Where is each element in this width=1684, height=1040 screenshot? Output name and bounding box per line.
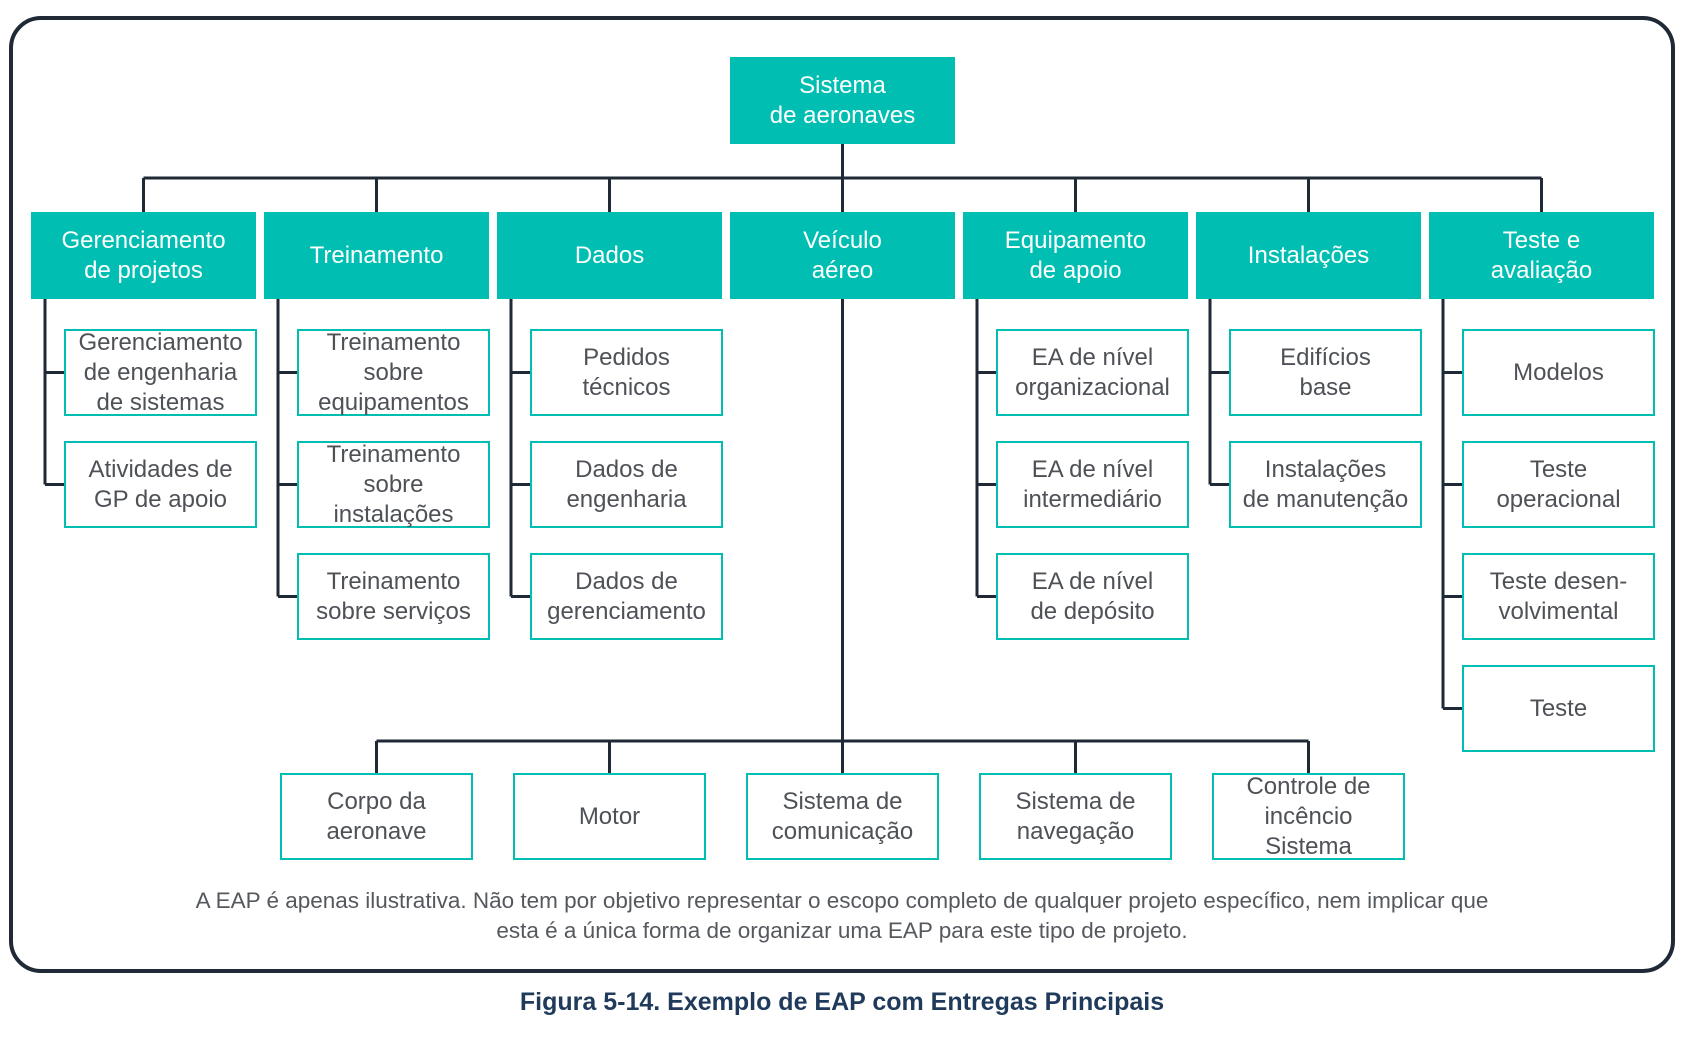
child-node: Treinamento sobre serviços bbox=[297, 553, 490, 640]
root-node: Sistema de aeronaves bbox=[730, 57, 955, 144]
child-node: Treinamento sobre instalações bbox=[297, 441, 490, 528]
branch-node: Equipamento de apoio bbox=[963, 212, 1188, 299]
child-node: Pedidos técnicos bbox=[530, 329, 723, 416]
child-node: Teste desen- volvimental bbox=[1462, 553, 1655, 640]
branch-node: Teste e avaliação bbox=[1429, 212, 1654, 299]
air-vehicle-component-node: Sistema de comunicação bbox=[746, 773, 939, 860]
figure-caption: Figura 5-14. Exemplo de EAP com Entregas… bbox=[519, 988, 1165, 1016]
child-node: Edifícios base bbox=[1229, 329, 1422, 416]
child-node: Instalações de manutenção bbox=[1229, 441, 1422, 528]
child-node: Dados de gerenciamento bbox=[530, 553, 723, 640]
child-node: EA de nível de depósito bbox=[996, 553, 1189, 640]
child-node: EA de nível organizacional bbox=[996, 329, 1189, 416]
child-node: Gerenciamento de engenharia de sistemas bbox=[64, 329, 257, 416]
child-node: Dados de engenharia bbox=[530, 441, 723, 528]
air-vehicle-component-node: Sistema de navegação bbox=[979, 773, 1172, 860]
air-vehicle-component-node: Controle de incêncio Sistema bbox=[1212, 773, 1405, 860]
child-node: EA de nível intermediário bbox=[996, 441, 1189, 528]
air-vehicle-component-node: Motor bbox=[513, 773, 706, 860]
child-node: Teste bbox=[1462, 665, 1655, 752]
child-node: Treinamento sobre equipamentos bbox=[297, 329, 490, 416]
air-vehicle-component-node: Corpo da aeronave bbox=[280, 773, 473, 860]
branch-node: Gerenciamento de projetos bbox=[31, 212, 256, 299]
child-node: Atividades de GP de apoio bbox=[64, 441, 257, 528]
child-node: Teste operacional bbox=[1462, 441, 1655, 528]
branch-node: Dados bbox=[497, 212, 722, 299]
branch-node: Instalações bbox=[1196, 212, 1421, 299]
child-node: Modelos bbox=[1462, 329, 1655, 416]
footnote: A EAP é apenas ilustrativa. Não tem por … bbox=[195, 888, 1489, 943]
branch-node: Treinamento bbox=[264, 212, 489, 299]
branch-node: Veículo aéreo bbox=[730, 212, 955, 299]
